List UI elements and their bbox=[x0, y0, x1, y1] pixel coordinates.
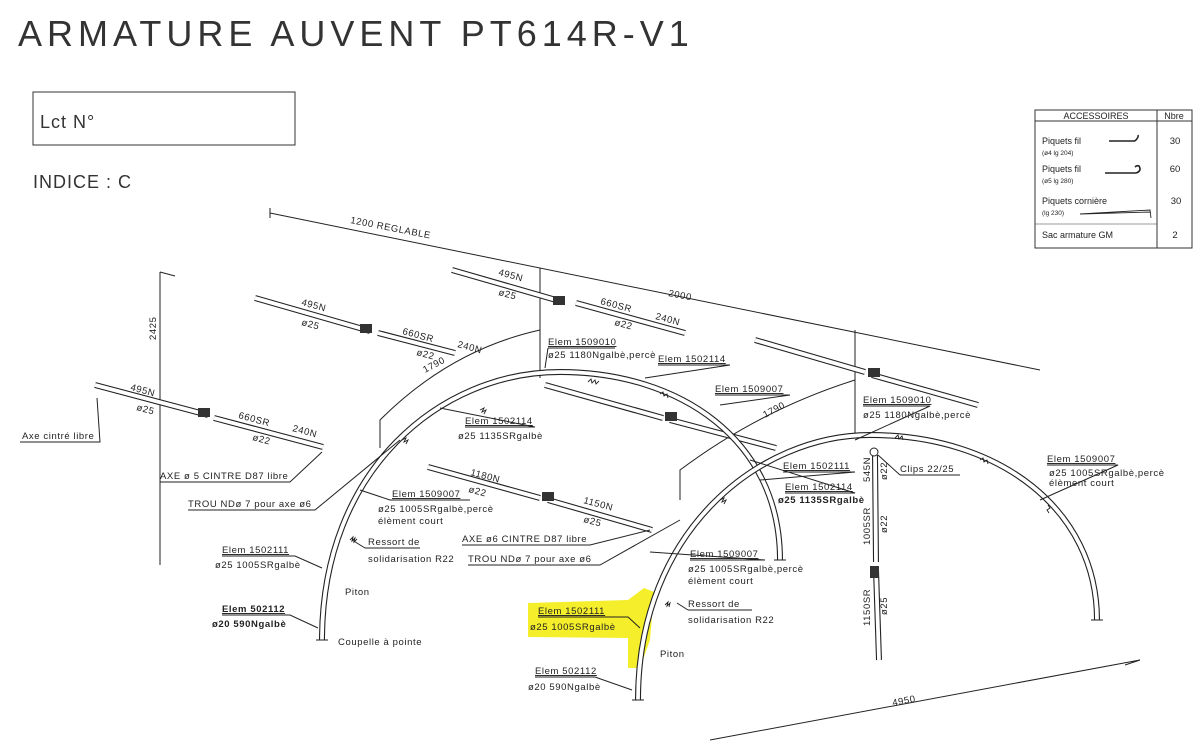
wire-stake-icon bbox=[1109, 134, 1139, 142]
tube-label: ø22 bbox=[879, 462, 890, 480]
lot-number-box bbox=[32, 91, 296, 146]
element-ref: Elem 1509007 bbox=[1047, 454, 1115, 465]
tube-label: 1150SR bbox=[862, 589, 873, 626]
tube-label: ø25 bbox=[135, 402, 155, 417]
callout-text: Piton bbox=[660, 649, 685, 660]
accessory-qty: 60 bbox=[1170, 164, 1181, 175]
element-ref: Elem 1509007 bbox=[715, 384, 783, 395]
element-ref: Elem 502112 bbox=[535, 666, 597, 677]
accessory-qty: 30 bbox=[1171, 196, 1182, 207]
accessory-spec: (lg 230) bbox=[1042, 210, 1064, 217]
accessories-header: ACCESSOIRES bbox=[1063, 111, 1128, 121]
element-ref: Elem 1502111 bbox=[222, 545, 289, 556]
accessory-spec: (ø4 lg 204) bbox=[1042, 150, 1073, 157]
element-spec: ø25 1005SRgalbè,percè bbox=[1049, 468, 1165, 479]
element-ref: Elem 1502111 bbox=[783, 461, 850, 472]
dimension-lines: 1200 REGLABLE 2000 2425 1790 1790 4950 bbox=[148, 208, 1141, 741]
accessory-qty: 2 bbox=[1172, 230, 1177, 241]
callout-text: Piton bbox=[345, 587, 370, 598]
leader-lines bbox=[20, 347, 1119, 691]
callout-text: TROU NDø 7 pour axe ø6 bbox=[188, 499, 312, 510]
tube-label: ø22 bbox=[415, 347, 435, 362]
callout-text: AXE ø6 CINTRE D87 libre bbox=[462, 534, 587, 545]
drawing-title: ARMATURE AUVENT PT614R-V1 bbox=[18, 13, 694, 54]
callout-text: solidarisation R22 bbox=[368, 554, 454, 565]
element-spec: ø25 1180Ngalbè,percè bbox=[548, 350, 656, 361]
callouts: Axe cintré libre AXE ø 5 CINTRE D87 libr… bbox=[22, 337, 1165, 693]
element-spec: ø25 1005SRgalbè,percè bbox=[688, 564, 804, 575]
element-spec: ø20 590Ngalbè bbox=[212, 619, 286, 630]
element-spec: ø25 1135SRgalbè bbox=[778, 495, 865, 506]
dimension-length: 4950 bbox=[891, 694, 916, 709]
accessory-name: Piquets fil bbox=[1042, 136, 1081, 146]
tube-label: ø22 bbox=[613, 317, 633, 332]
element-ref: Elem 502112 bbox=[222, 604, 285, 615]
element-ref: Elem 1509007 bbox=[392, 489, 460, 500]
element-ref: Elem 1509010 bbox=[548, 337, 616, 348]
element-spec: ø20 590Ngalbè bbox=[528, 682, 601, 693]
tube-label: ø25 bbox=[497, 287, 517, 302]
bar-group bbox=[94, 267, 979, 661]
dimension-arc-right: 1790 bbox=[761, 400, 787, 421]
element-ref: Elem 1509007 bbox=[690, 549, 758, 560]
element-note: élèment court bbox=[378, 516, 443, 527]
wire-stake-icon bbox=[1105, 164, 1141, 174]
highlight-element-1502111 bbox=[528, 588, 654, 668]
element-spec: ø25 1180Ngalbè,percè bbox=[863, 410, 971, 421]
element-spec-highlighted: ø25 1005SRgalbè bbox=[530, 622, 616, 633]
element-ref: Elem 1502114 bbox=[658, 354, 726, 365]
tube-label: 1005SR bbox=[862, 507, 873, 545]
accessories-table: ACCESSOIRES Nbre Piquets fil (ø4 lg 204)… bbox=[1034, 109, 1193, 249]
callout-text: solidarisation R22 bbox=[688, 615, 774, 626]
arch-right bbox=[632, 431, 1103, 701]
callout-text: Axe cintré libre bbox=[22, 431, 94, 442]
accessory-name: Sac armature GM bbox=[1042, 230, 1113, 240]
tube-label: ø22 bbox=[467, 484, 487, 499]
tube-label: ø25 bbox=[300, 317, 320, 332]
tube-label: ø22 bbox=[251, 432, 271, 447]
tube-label: 240N bbox=[456, 339, 483, 356]
revision-index: INDICE : C bbox=[33, 172, 132, 192]
accessory-qty: 30 bbox=[1170, 136, 1181, 147]
callout-text: TROU NDø 7 pour axe ø6 bbox=[468, 554, 592, 565]
element-spec: ø25 1135SRgalbè bbox=[458, 431, 543, 442]
accessory-name: Piquets fil bbox=[1042, 164, 1081, 174]
quantity-header: Nbre bbox=[1164, 111, 1184, 121]
callout-text: AXE ø 5 CINTRE D87 libre bbox=[160, 471, 288, 482]
element-ref-highlighted: Elem 1502111 bbox=[538, 606, 605, 617]
callout-text: Coupelle à pointe bbox=[338, 637, 422, 648]
tube-label: 545N bbox=[862, 457, 873, 482]
element-note: élèment court bbox=[688, 576, 753, 587]
arch-left bbox=[316, 368, 786, 641]
tube-label: ø25 bbox=[879, 597, 890, 615]
element-ref: Elem 1502114 bbox=[465, 416, 533, 427]
element-ref: Elem 1502114 bbox=[785, 482, 853, 493]
callout-text: Ressort de bbox=[688, 599, 740, 610]
accessory-spec: (ø5 lg 280) bbox=[1042, 178, 1073, 185]
element-ref: Elem 1509010 bbox=[863, 395, 931, 406]
element-spec: ø25 1005SRgalbè bbox=[215, 560, 301, 571]
dimension-height: 2425 bbox=[148, 316, 159, 340]
accessory-name: Piquets cornière bbox=[1042, 196, 1107, 206]
tube-label: ø25 bbox=[582, 514, 602, 529]
element-spec: ø25 1005SRgalbè,percè bbox=[378, 504, 494, 515]
callout-text: Ressort de bbox=[368, 537, 420, 548]
tube-label: ø22 bbox=[879, 515, 890, 533]
callout-text: Clips 22/25 bbox=[900, 464, 954, 475]
dimension-depth: 2000 bbox=[667, 288, 692, 303]
angle-stake-icon bbox=[1079, 209, 1152, 219]
element-note: élèment court bbox=[1049, 478, 1114, 489]
lot-number-label: Lct N° bbox=[40, 112, 95, 132]
